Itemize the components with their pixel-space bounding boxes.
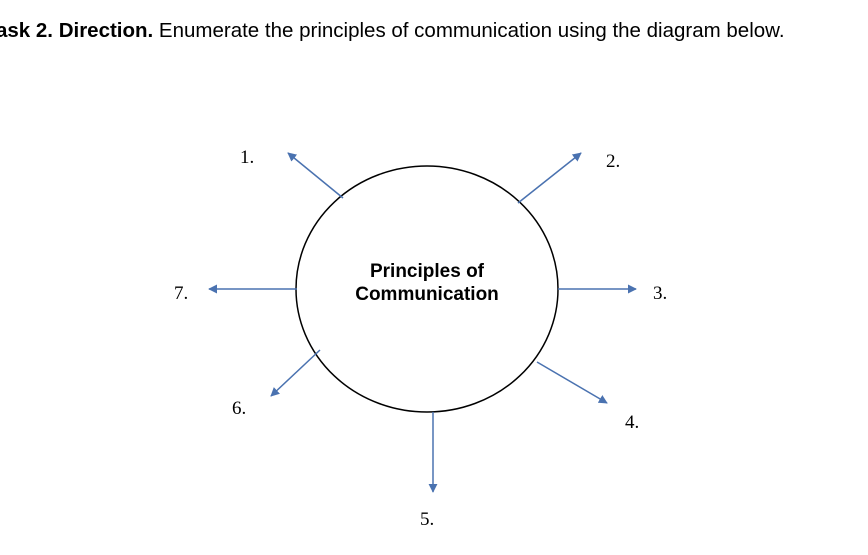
instruction-text: ask 2. Direction. Enumerate the principl… bbox=[0, 18, 785, 44]
instruction-body: Enumerate the principles of communicatio… bbox=[153, 19, 785, 42]
number-label-7: 7. bbox=[174, 283, 188, 304]
arrow-1 bbox=[287, 152, 344, 199]
number-label-3: 3. bbox=[653, 283, 667, 304]
task-direction-label: ask 2. Direction. bbox=[0, 19, 154, 42]
number-label-4: 4. bbox=[625, 412, 639, 433]
number-label-5: 5. bbox=[420, 509, 434, 530]
number-label-1: 1. bbox=[240, 147, 254, 168]
arrow-4 bbox=[536, 361, 608, 404]
center-label-line2: Communication bbox=[355, 284, 499, 305]
number-label-6: 6. bbox=[232, 398, 246, 419]
arrow-6 bbox=[270, 349, 321, 397]
number-label-2: 2. bbox=[606, 151, 620, 172]
arrow-2 bbox=[517, 152, 582, 204]
center-label-line1: Principles of bbox=[370, 261, 485, 282]
